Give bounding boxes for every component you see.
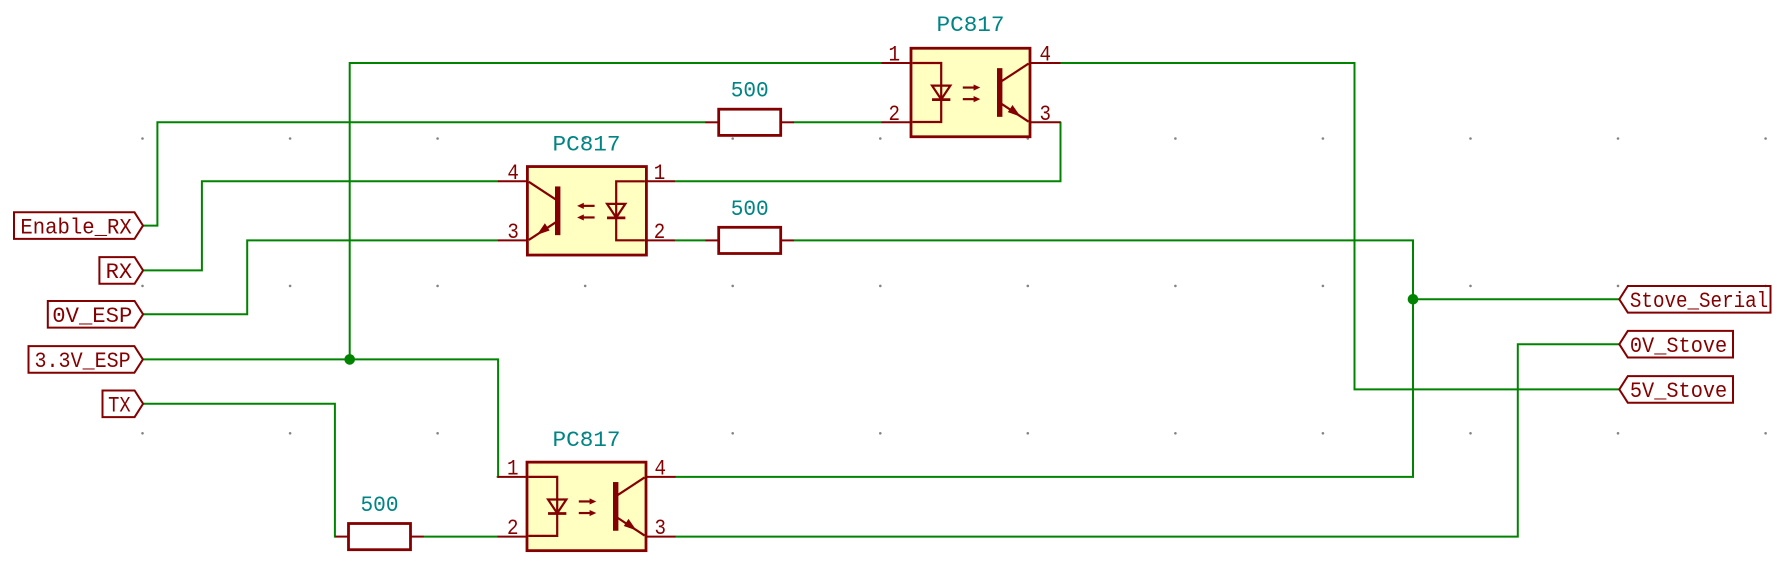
wire-opto-bottom-pin3-to-0v-stove[interactable] [674,343,1621,538]
grid-dot [583,284,587,288]
resistor-symbol-use [704,225,796,255]
global-label-0v-stove-outline [1618,329,1734,359]
global-label-stove-serial-outline [1618,285,1772,314]
opto-bottom-body [525,460,648,553]
grid-dot [1616,432,1620,435]
opto-middle-value[interactable]: PC817 [553,133,621,158]
grid-dot [731,137,734,140]
global-label-3v3-esp-text: 3.3V_ESP [35,349,131,374]
grid-dot [288,284,292,288]
grid-dot [1174,432,1177,435]
global-label-0v-esp-outline [46,300,145,329]
global-label-tx-outline [101,389,145,419]
grid-dot [141,137,144,140]
opto-bottom-value[interactable]: PC817 [553,428,621,453]
global-label-3v3-esp-outline [27,345,145,374]
global-label-0v-esp[interactable]: 0V_ESP [46,300,145,329]
grid-dot [1321,137,1325,140]
opto-top-pin4-number: 4 [1040,43,1052,68]
optocoupler-middle[interactable]: PC817 4 3 1 2 [497,133,675,257]
grid-dot [1321,284,1325,288]
resistor-top-value[interactable]: 500 [731,79,769,104]
junction-3v3[interactable] [344,354,356,365]
global-label-stove-serial-text: Stove_Serial [1630,289,1768,314]
opto-top-pin3-number: 3 [1040,102,1052,127]
grid-dot [731,284,734,288]
grid-dot [288,137,292,140]
opto-middle-pin2-number: 2 [654,220,666,245]
grid-dot [1174,137,1177,140]
global-label-5v-stove[interactable]: 5V_Stove [1618,375,1734,404]
global-label-tx-text: TX [108,394,131,419]
wire-3v3-to-opto-top-pin1[interactable] [348,62,883,361]
grid-dot [1026,284,1030,288]
grid-dot [879,284,882,288]
resistor-middle-value[interactable]: 500 [731,197,769,222]
optocoupler-bottom[interactable]: PC817 1 2 4 3 [497,428,676,553]
opto-middle-pin3-number: 3 [507,220,519,245]
global-label-enable-rx[interactable]: Enable_RX [13,211,145,240]
wire-opto-top-pin4-to-5v-stove[interactable] [1059,62,1621,391]
grid-dot [1174,284,1177,288]
grid-dot [1469,432,1472,435]
opto-bottom-pin4-number: 4 [655,456,667,481]
grid-dot [1616,284,1620,288]
opto-middle-pin1-number: 1 [654,161,666,186]
global-label-enable-rx-text: Enable_RX [20,215,131,240]
global-label-enable-rx-outline [13,211,145,240]
opto-middle-body [526,165,648,257]
opto-bottom-pin2-number: 2 [507,516,519,541]
grid-dot [1321,432,1325,435]
wire-opto-middle-pin1-to-opto-top-pin3[interactable] [673,121,1062,183]
grid-dot [288,432,292,435]
grid-dot [1469,137,1472,140]
resistor-bottom-value[interactable]: 500 [361,493,399,518]
global-label-5v-stove-text: 5V_Stove [1630,379,1727,404]
wire-enable-rx[interactable] [142,121,707,227]
grid-dot [879,432,882,435]
global-label-rx[interactable]: RX [98,256,145,285]
grid-dot [583,432,587,435]
opto-top-body [909,46,1032,139]
grid-dot [583,137,587,140]
grid-dot [436,137,439,140]
wire-tx[interactable] [142,402,337,538]
optocoupler-top[interactable]: PC817 1 2 4 3 [881,13,1061,139]
global-label-tx[interactable]: TX [101,389,145,419]
grid-dot [1616,137,1620,140]
wire-0v-esp[interactable] [142,239,499,316]
opto-bottom-pin1-number: 1 [507,456,519,481]
grid-dot [141,284,144,288]
global-label-stove-serial[interactable]: Stove_Serial [1618,285,1772,314]
grid-dot [1764,137,1767,140]
resistor-middle[interactable] [704,225,796,255]
opto-middle-pin4-number: 4 [507,161,519,186]
global-label-rx-outline [98,256,145,285]
grid-dot [731,432,734,435]
grid-dot [879,137,882,140]
grid-dot [436,432,439,435]
resistor-symbol-use [704,107,796,137]
global-label-rx-text: RX [106,260,133,285]
global-label-0v-esp-text: 0V_ESP [52,304,132,329]
grid-dot [1764,432,1767,435]
grid-dot [1026,432,1030,435]
resistor-bottom[interactable] [333,522,426,552]
resistor-symbol-use [333,522,426,552]
resistor-top[interactable] [704,107,796,137]
opto-bottom-pin3-number: 3 [655,516,667,541]
global-label-3v3-esp[interactable]: 3.3V_ESP [27,345,145,374]
global-label-0v-stove-text: 0V_Stove [1630,334,1727,359]
wire-r-middle-to-opto-bottom-pin4[interactable] [674,239,1414,478]
grid-dot [436,284,439,288]
global-label-0v-stove[interactable]: 0V_Stove [1618,329,1734,359]
grid-dot [1469,284,1472,288]
junction-stove-serial[interactable] [1407,294,1419,305]
grid-dot [141,432,144,435]
opto-top-value[interactable]: PC817 [937,13,1005,38]
global-label-5v-stove-outline [1618,375,1734,404]
opto-top-pin2-number: 2 [889,102,901,127]
opto-top-pin1-number: 1 [889,43,901,68]
